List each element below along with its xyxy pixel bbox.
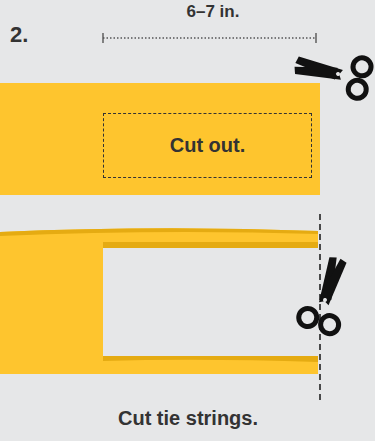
instruction-text: Cut tie strings.: [118, 407, 258, 430]
cut-fabric: [0, 228, 318, 374]
step-number: 2.: [10, 22, 28, 48]
fabric-strip: [0, 83, 320, 195]
cut-out-area: Cut out.: [103, 113, 312, 178]
instruction-text: Cut out.: [170, 134, 246, 157]
scissors-icon: [296, 252, 358, 336]
scissors-icon: [291, 44, 373, 100]
dimension-text: 6–7 in.: [187, 2, 240, 22]
cut-line: [319, 214, 321, 402]
dimension-line: [103, 33, 316, 43]
